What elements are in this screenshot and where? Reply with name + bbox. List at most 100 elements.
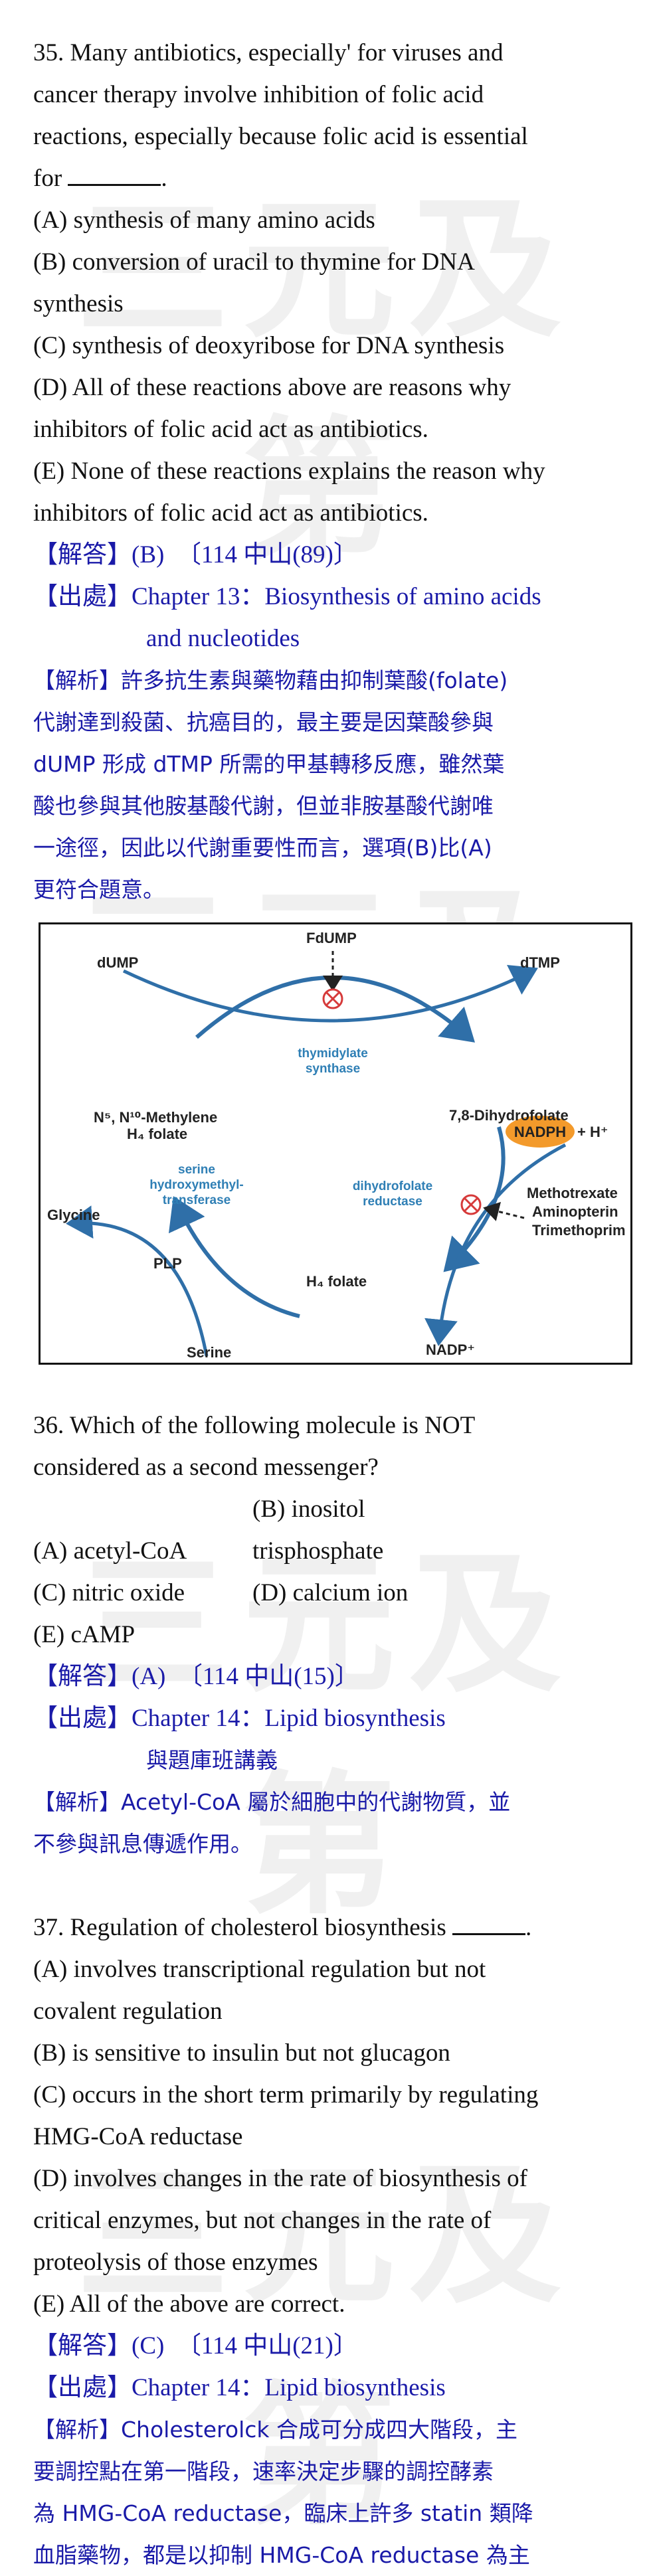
q35-explain-line: 酸也參與其他胺基酸代謝，但並非胺基酸代謝唯 [33, 793, 494, 819]
methylene-label-2: H₄ folate [127, 1126, 187, 1142]
q36-stem-line: 36. Which of the following molecule is N… [33, 1412, 476, 1439]
q35-stem-end: . [161, 165, 167, 192]
ts-label-2: synthase [306, 1062, 360, 1076]
q37-option-d: (D) involves changes in the rate of bios… [33, 2165, 527, 2192]
answer-blank [68, 167, 161, 186]
drug-label-1: Methotrexate [527, 1185, 618, 1201]
q35-stem-last: for . [33, 157, 624, 199]
q35-source-cont: and nucleotides [146, 625, 300, 652]
drug-dashed-line [483, 1201, 525, 1221]
q35-explain-line: dUMP 形成 dTMP 所需的甲基轉移反應，雖然葉 [33, 751, 505, 777]
q35-source: 【出處】Chapter 13：Biosynthesis of amino aci… [33, 583, 541, 610]
q36-options-row: (A) acetyl-CoA (B) inositol trisphosphate [33, 1488, 624, 1572]
q37-option-a-cont: covalent regulation [33, 1998, 223, 2025]
question-35: 35. Many antibiotics, especially' for vi… [33, 32, 624, 534]
q37-option-c-cont: HMG-CoA reductase [33, 2123, 243, 2150]
answer-blank [452, 1916, 525, 1935]
q35-answer: 【解答】(B) 〔114 中山(89)〕 [33, 541, 358, 568]
methylene-label-1: N⁵, N¹⁰-Methylene [94, 1109, 217, 1126]
q35-stem-text: for [33, 165, 62, 192]
nadph-oval [506, 1116, 575, 1148]
q36-option-b: (B) inositol trisphosphate [252, 1496, 384, 1565]
q36-source-cont: 與題庫班講義 [146, 1747, 278, 1773]
q36-option-c: (C) nitric oxide [33, 1579, 185, 1606]
nadp-label: NADP⁺ [426, 1341, 475, 1358]
q36-option-a: (A) acetyl-CoA [33, 1537, 187, 1565]
cycle-arrow-bottom [168, 1196, 300, 1318]
folate-cycle-figure: FdUMP dUMP dTMP thymidylate synthase 7,8… [39, 922, 632, 1365]
document-body: 35. Many antibiotics, especially' for vi… [33, 32, 632, 2576]
q37-explain-line: 血脂藥物，都是以抑制 HMG-CoA reductase 為主 [33, 2542, 530, 2568]
q37-explain-line: 【解析】Cholesterolck 合成可分成四大階段，主 [33, 2417, 517, 2443]
q35-explain-line: 更符合題意。 [33, 877, 165, 902]
drug-label-2: Aminopterin [532, 1203, 618, 1220]
ts-label-1: thymidylate [298, 1047, 368, 1061]
plp-label: PLP [153, 1255, 182, 1272]
sh-label-1: serine [178, 1163, 215, 1177]
q36-option-d: (D) calcium ion [252, 1579, 409, 1606]
dr-label-1: dihydrofolate [353, 1179, 432, 1193]
dhf-label: 7,8-Dihydrofolate [449, 1107, 569, 1124]
q37-option-b: (B) is sensitive to insulin but not gluc… [33, 2039, 450, 2067]
fdump-label: FdUMP [306, 930, 357, 946]
question-36: 36. Which of the following molecule is N… [33, 1405, 624, 1656]
q35-option-e: (E) None of these reactions explains the… [33, 458, 545, 485]
q37-stem-end: . [525, 1914, 532, 1941]
q35-option-b-cont: synthesis [33, 290, 124, 317]
question-37: 37. Regulation of cholesterol biosynthes… [33, 1907, 624, 2325]
q35-option-d: (D) All of these reactions above are rea… [33, 374, 512, 401]
q37-answer: 【解答】(C) 〔114 中山(21)〕 [33, 2332, 358, 2360]
q36-option-e: (E) cAMP [33, 1621, 136, 1648]
h4folate-label: H₄ folate [306, 1273, 367, 1290]
q35-option-e-cont: inhibitors of folic acid act as antibiot… [33, 499, 428, 527]
q35-explain-line: 一途徑，因此以代謝重要性而言，選項(B)比(A) [33, 835, 492, 861]
hplus-label: + H⁺ [577, 1124, 608, 1140]
q35-option-b: (B) conversion of uracil to thymine for … [33, 248, 475, 276]
q35-stem-line: 35. Many antibiotics, especially' for vi… [33, 39, 504, 66]
drug-label-3: Trimethoprim [532, 1222, 626, 1239]
q37-option-c: (C) occurs in the short term primarily b… [33, 2081, 539, 2108]
folate-cycle-diagram: FdUMP dUMP dTMP thymidylate synthase 7,8… [47, 930, 626, 1361]
inhibit-icon [322, 988, 343, 1009]
q37-source: 【出處】Chapter 14：Lipid biosynthesis [33, 2374, 446, 2401]
sh-label-2: hydroxymethyl- [149, 1178, 243, 1192]
dtmp-label: dTMP [520, 954, 560, 971]
dump-label: dUMP [97, 954, 138, 971]
serine-label: Serine [187, 1344, 231, 1361]
q35-explain-line: 【解析】許多抗生素與藥物藉由抑制葉酸(folate) [33, 667, 508, 693]
q37-option-d-cont: proteolysis of those enzymes [33, 2249, 318, 2276]
nadph-arrow [424, 1143, 567, 1346]
q37-stem: 37. Regulation of cholesterol biosynthes… [33, 1907, 624, 1948]
q36-source: 【出處】Chapter 14：Lipid biosynthesis [33, 1705, 446, 1732]
q36-explain-line: 不參與訊息傳遞作用。 [33, 1831, 252, 1857]
q36-answer: 【解答】(A) 〔114 中山(15)〕 [33, 1663, 359, 1690]
q36-answer-block: 【解答】(A) 〔114 中山(15)〕 【出處】Chapter 14：Lipi… [33, 1656, 624, 1865]
q35-stem-line: reactions, especially because folic acid… [33, 123, 528, 150]
q36-options-row: (C) nitric oxide (D) calcium ion [33, 1572, 624, 1614]
q35-option-c: (C) synthesis of deoxyribose for DNA syn… [33, 332, 505, 359]
sh-label-3: transferase [163, 1193, 231, 1207]
q36-stem-line: considered as a second messenger? [33, 1454, 379, 1481]
q35-answer-block: 【解答】(B) 〔114 中山(89)〕 【出處】Chapter 13：Bios… [33, 534, 624, 910]
glycine-label: Glycine [47, 1207, 100, 1223]
q37-answer-block: 【解答】(C) 〔114 中山(21)〕 【出處】Chapter 14：Lipi… [33, 2325, 624, 2576]
q37-explain-line: 要調控點在第一階段，速率決定步驟的調控酵素 [33, 2458, 494, 2484]
q36-explain-line: 【解析】Acetyl-CoA 屬於細胞中的代謝物質，並 [33, 1789, 511, 1815]
watermark: 三元及第 [76, 1537, 575, 1935]
q35-option-a: (A) synthesis of many amino acids [33, 207, 375, 234]
q35-explain-line: 代謝達到殺菌、抗癌目的，最主要是因葉酸參與 [33, 709, 494, 735]
q37-option-a: (A) involves transcriptional regulation … [33, 1956, 486, 1983]
serine-glycine-arrow [66, 1205, 209, 1357]
dr-label-2: reductase [363, 1195, 422, 1209]
watermark: 三元及第 [76, 182, 575, 580]
dump-dtmp-arrow [122, 965, 538, 1023]
q37-option-d-cont: critical enzymes, but not changes in the… [33, 2207, 492, 2234]
q37-explain-line: 為 HMG-CoA reductase，臨床上許多 statin 類降 [33, 2500, 533, 2526]
nadph-label: NADPH [514, 1124, 566, 1140]
q37-option-e: (E) All of the above are correct. [33, 2290, 345, 2318]
q35-stem-line: cancer therapy involve inhibition of fol… [33, 81, 484, 108]
watermark: 三元及第 [76, 2148, 575, 2546]
q35-option-d-cont: inhibitors of folic acid act as antibiot… [33, 416, 428, 443]
inhibit-icon [460, 1194, 482, 1215]
q37-stem-text: 37. Regulation of cholesterol biosynthes… [33, 1914, 446, 1941]
